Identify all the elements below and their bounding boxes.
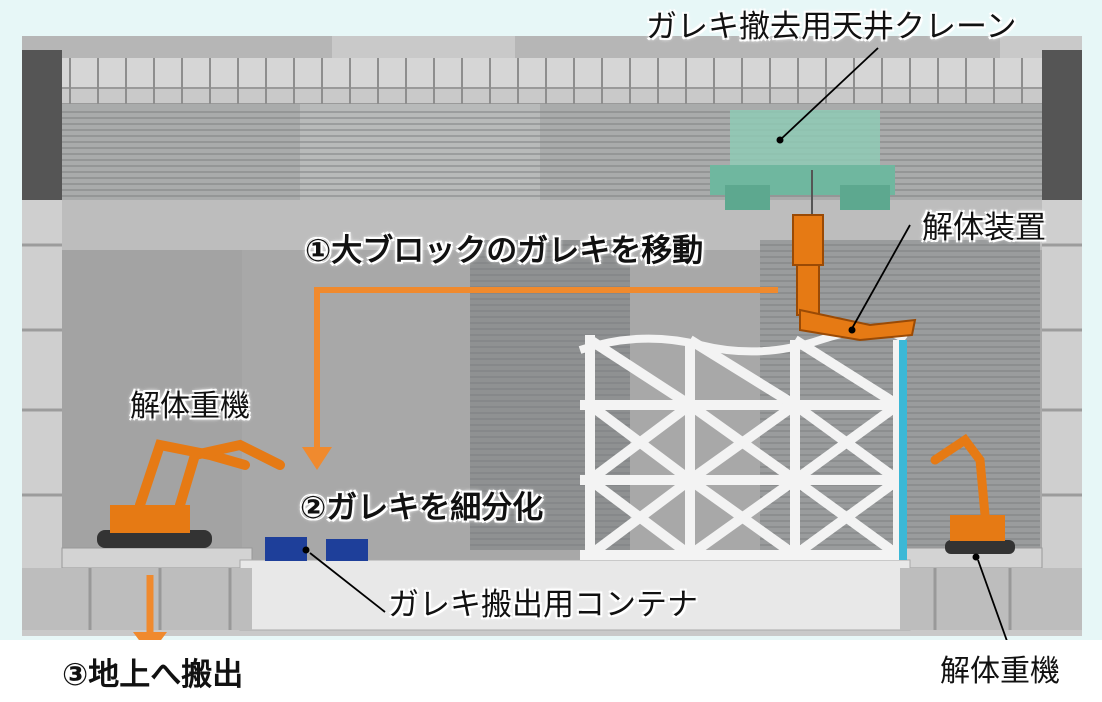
heavy-machine-right-label: 解体重機 <box>940 654 1060 689</box>
heavy-machine-left <box>97 439 285 548</box>
step1-arrowhead <box>302 447 332 470</box>
heavy-machine-right <box>930 433 1015 554</box>
heavy-machine-left-label: 解体重機 <box>130 389 250 424</box>
roof-truss <box>69 58 1023 104</box>
debris-containers <box>265 537 368 561</box>
dismantling-device <box>792 214 917 342</box>
overhead-crane <box>710 110 895 220</box>
step2-label: ②ガレキを細分化 <box>300 490 544 526</box>
step1-label: ①大ブロックのガレキを移動 <box>305 233 704 269</box>
leader-lines <box>309 47 1013 656</box>
bottom-strip <box>0 640 1102 702</box>
step3-label: ③地上へ搬出 <box>62 657 244 693</box>
floor-slabs <box>22 547 1082 631</box>
crane-label: ガレキ撤去用天井クレーン <box>646 9 1017 45</box>
reactor-frame <box>578 326 908 560</box>
dismantler-label: 解体装置 <box>922 210 1046 246</box>
container-label: ガレキ搬出用コンテナ <box>388 587 698 623</box>
step1-arrow <box>314 287 778 450</box>
